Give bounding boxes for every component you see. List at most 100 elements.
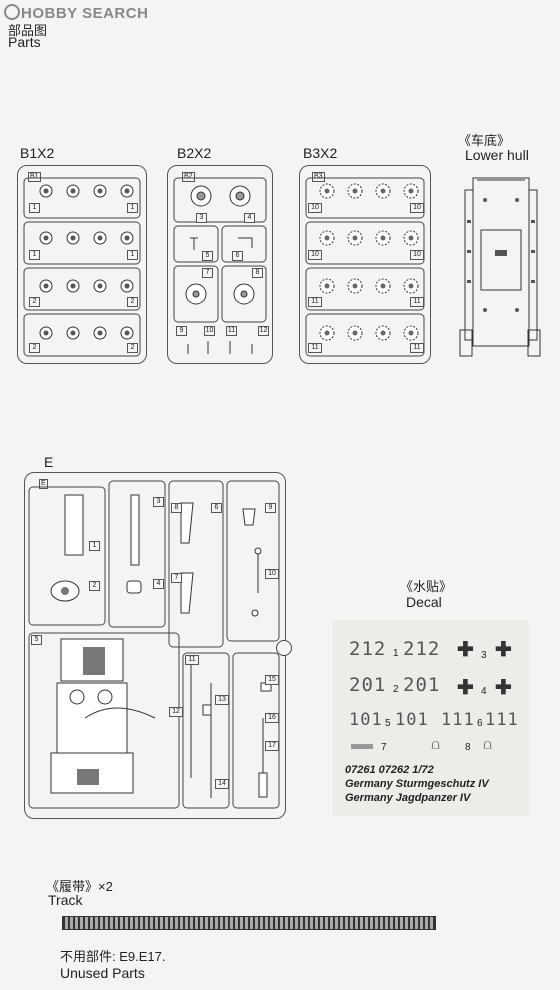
decal-index: 3 — [481, 650, 487, 661]
part-number: 8 — [171, 503, 182, 513]
part-number: 8 — [252, 268, 263, 278]
decal-number: 111 — [485, 710, 519, 730]
lower-hull-drawing — [459, 177, 541, 357]
part-number: 1 — [29, 203, 40, 213]
part-number: 9 — [176, 326, 187, 336]
part-number: 10 — [204, 326, 215, 336]
sprue-b2-drawing — [173, 177, 267, 354]
decal-number: 101 — [395, 710, 429, 730]
decal-stripe-icon — [351, 744, 373, 749]
sprue-b1-drawing — [23, 177, 141, 357]
part-number: 5 — [31, 635, 42, 645]
sprue-e-label: E — [44, 454, 54, 470]
part-number: 10 — [410, 203, 424, 213]
sprue-b1-tag: B1 — [28, 172, 41, 182]
sprue-e-drawing — [28, 480, 280, 809]
part-number: 2 — [29, 297, 40, 307]
decal-index: 7 — [381, 742, 387, 753]
part-number: 11 — [226, 326, 237, 336]
parts-title-en: Parts — [8, 34, 41, 50]
part-number: 5 — [202, 251, 213, 261]
unused-parts-en: Unused Parts — [60, 965, 145, 981]
decal-caption: Germany Sturmgeschutz IV — [345, 778, 489, 790]
logo-mark-icon — [4, 4, 20, 20]
part-number: 3 — [153, 497, 164, 507]
part-number: 1 — [29, 250, 40, 260]
sprue-b3-drawing — [305, 177, 425, 357]
part-number: 4 — [153, 579, 164, 589]
decal-number: 201 — [403, 674, 441, 696]
emblem-icon: ⩍ — [431, 736, 441, 752]
part-number: 2 — [127, 297, 138, 307]
decal-index: 2 — [393, 684, 399, 695]
part-number: 11 — [410, 343, 424, 353]
part-number: 10 — [265, 569, 279, 579]
part-number: 3 — [196, 213, 207, 223]
sprue-e-gate — [276, 640, 292, 656]
decal-caption: 07261 07262 1/72 — [345, 764, 434, 776]
sprue-e-tag: E — [39, 479, 48, 489]
sprue-b1: B1 1 1 1 1 2 2 2 2 — [17, 165, 147, 364]
decal-sheet: 212 1 212 ✚ 3 ✚ 201 2 201 ✚ 4 ✚ 101 5 10… — [333, 620, 529, 816]
sprue-b3: B3 10 10 10 10 11 11 11 11 — [299, 165, 431, 364]
track-strip — [62, 916, 436, 930]
decal-index: 8 — [465, 742, 471, 753]
part-number: 1 — [127, 250, 138, 260]
part-number: 10 — [410, 250, 424, 260]
parts-title-cn: 部品图 — [8, 23, 48, 38]
decal-index: 1 — [393, 648, 399, 659]
unused-parts-cn: 不用部件: E9.E17. — [60, 949, 166, 964]
part-number: 7 — [171, 573, 182, 583]
part-number: 14 — [215, 779, 229, 789]
sprue-e: E — [24, 472, 286, 819]
sprue-b3-label: B3X2 — [303, 145, 338, 161]
part-number: 11 — [410, 297, 424, 307]
sprue-b2: B2 3 4 5 6 7 8 9 10 11 12 — [167, 165, 273, 364]
emblem-icon: ⩍ — [483, 736, 493, 752]
part-number: 10 — [308, 250, 322, 260]
balkenkreuz-icon: ✚ — [457, 639, 474, 661]
part-number: 6 — [232, 251, 243, 261]
part-number: 17 — [265, 741, 279, 751]
part-number: 2 — [89, 581, 100, 591]
part-number: 2 — [127, 343, 138, 353]
part-number: 1 — [89, 541, 100, 551]
decal-number: 111 — [441, 710, 475, 730]
track-title-en: Track — [48, 892, 83, 908]
part-number: 11 — [185, 655, 199, 665]
part-number: 9 — [265, 503, 276, 513]
sprue-b2-tag: B2 — [182, 172, 195, 182]
lower-hull-title-cn: 《车底》 — [458, 133, 511, 148]
decal-number: 212 — [349, 638, 387, 660]
track-title-cn: 《履带》×2 — [46, 879, 113, 894]
decal-number: 201 — [349, 674, 387, 696]
decal-index: 5 — [385, 718, 391, 729]
sprue-b2-label: B2X2 — [177, 145, 212, 161]
part-number: 4 — [244, 213, 255, 223]
part-number: 12 — [169, 707, 183, 717]
part-number: 10 — [308, 203, 322, 213]
decal-title-cn: 《水贴》 — [400, 579, 453, 594]
part-number: 15 — [265, 675, 279, 685]
part-number: 7 — [202, 268, 213, 278]
balkenkreuz-icon: ✚ — [457, 677, 474, 699]
balkenkreuz-icon: ✚ — [495, 677, 512, 699]
part-number: 11 — [308, 343, 322, 353]
part-number: 6 — [211, 503, 222, 513]
decal-caption: Germany Jagdpanzer IV — [345, 792, 471, 804]
decal-number: 101 — [349, 710, 383, 730]
part-number: 1 — [127, 203, 138, 213]
hobby-search-logo: HOBBY SEARCH — [4, 4, 148, 22]
sprue-b3-tag: B3 — [312, 172, 325, 182]
part-number: 12 — [258, 326, 269, 336]
part-number: 11 — [308, 297, 322, 307]
balkenkreuz-icon: ✚ — [495, 639, 512, 661]
decal-index: 6 — [477, 718, 483, 729]
decal-index: 4 — [481, 686, 487, 697]
decal-number: 212 — [403, 638, 441, 660]
part-number: 13 — [215, 695, 229, 705]
part-number: 16 — [265, 713, 279, 723]
decal-title-en: Decal — [406, 594, 442, 610]
lower-hull-title-en: Lower hull — [465, 147, 529, 163]
sprue-b1-label: B1X2 — [20, 145, 55, 161]
